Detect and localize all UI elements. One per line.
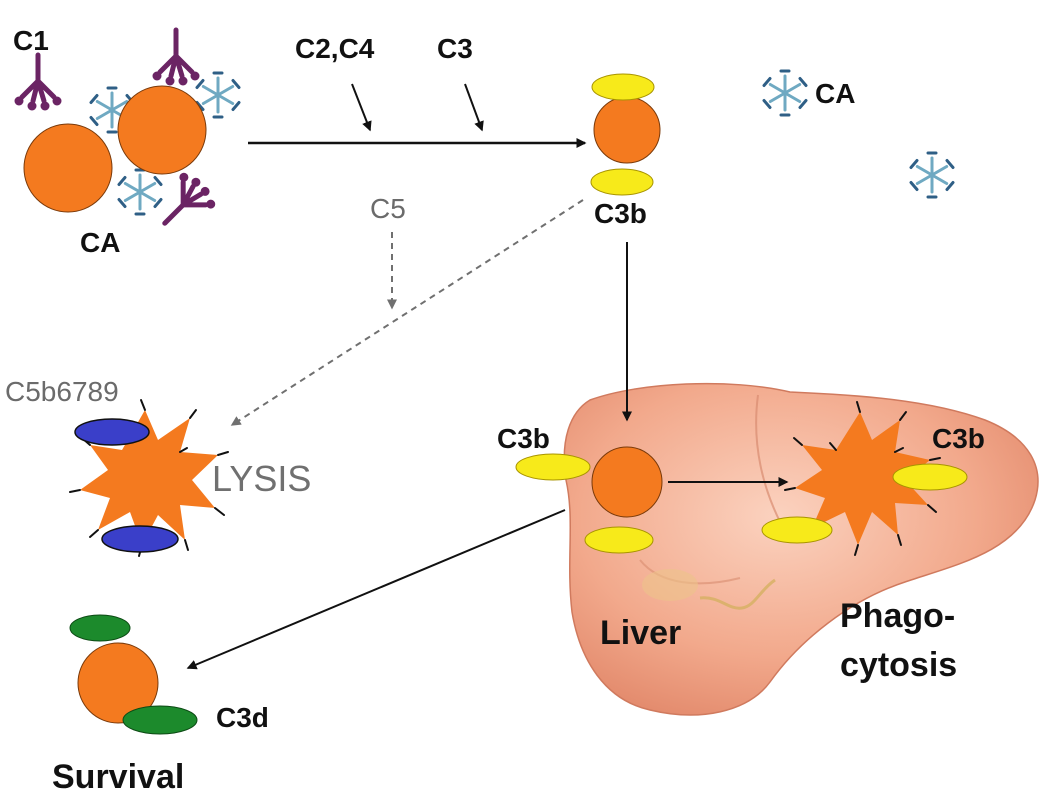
antibody xyxy=(195,71,241,119)
cell xyxy=(593,96,661,164)
labels: C1 CA C2,C4 C3 CA C3b C5 C5b6789 LYSIS C… xyxy=(5,25,985,796)
antibody-free xyxy=(762,69,808,117)
surviving-cell xyxy=(69,614,198,735)
c3b-fragment xyxy=(515,453,591,481)
immune-complex-cluster xyxy=(15,30,241,240)
c3b-fragment xyxy=(591,73,655,101)
c3b-fragment xyxy=(590,168,654,196)
mac-complex xyxy=(74,418,150,446)
label-liver: Liver xyxy=(600,614,681,652)
label-c3: C3 xyxy=(437,33,473,64)
label-c3d: C3d xyxy=(216,702,269,733)
c3d-fragment xyxy=(122,705,198,735)
pathway-arrows xyxy=(186,83,789,670)
opsonized-cell-liver xyxy=(515,446,663,554)
arrow-c3-input xyxy=(464,83,484,132)
cell xyxy=(591,446,663,518)
label-c5b6789: C5b6789 xyxy=(5,376,119,407)
c3d-fragment xyxy=(69,614,131,642)
label-c5: C5 xyxy=(370,193,406,224)
mac-complex xyxy=(101,525,179,553)
label-c1: C1 xyxy=(13,25,49,56)
c1-molecule xyxy=(15,55,62,111)
label-phagocytosis-line1: Phago- xyxy=(840,597,955,635)
c1-molecule xyxy=(153,30,200,86)
label-phagocytosis-line2: cytosis xyxy=(840,646,957,684)
opsonized-cell-top xyxy=(590,73,661,196)
label-survival: Survival xyxy=(52,758,184,796)
cell xyxy=(23,123,113,213)
label-ca-cluster: CA xyxy=(80,227,120,258)
label-c2c4: C2,C4 xyxy=(295,33,375,64)
lysed-cell xyxy=(69,399,229,557)
antibody xyxy=(117,168,163,216)
antibody-free xyxy=(909,151,955,199)
arrow-to-lysis xyxy=(230,199,584,426)
c3b-fragment xyxy=(761,516,833,544)
label-c3b-top: C3b xyxy=(594,198,647,229)
phagocytosed-cell xyxy=(761,401,968,556)
phagocytosed-cell-body xyxy=(795,412,930,545)
arrow-c2c4-input xyxy=(351,83,372,132)
lysed-cell-body xyxy=(80,410,218,545)
label-ca-free: CA xyxy=(815,78,855,109)
c3b-fragment xyxy=(584,526,654,554)
label-c3b-liver-left: C3b xyxy=(497,423,550,454)
label-c3b-liver-right: C3b xyxy=(932,423,985,454)
cell xyxy=(117,85,207,175)
arrow-to-survival xyxy=(186,509,566,670)
label-lysis: LYSIS xyxy=(212,458,311,499)
c3b-fragment xyxy=(892,463,968,491)
cell xyxy=(77,642,159,724)
